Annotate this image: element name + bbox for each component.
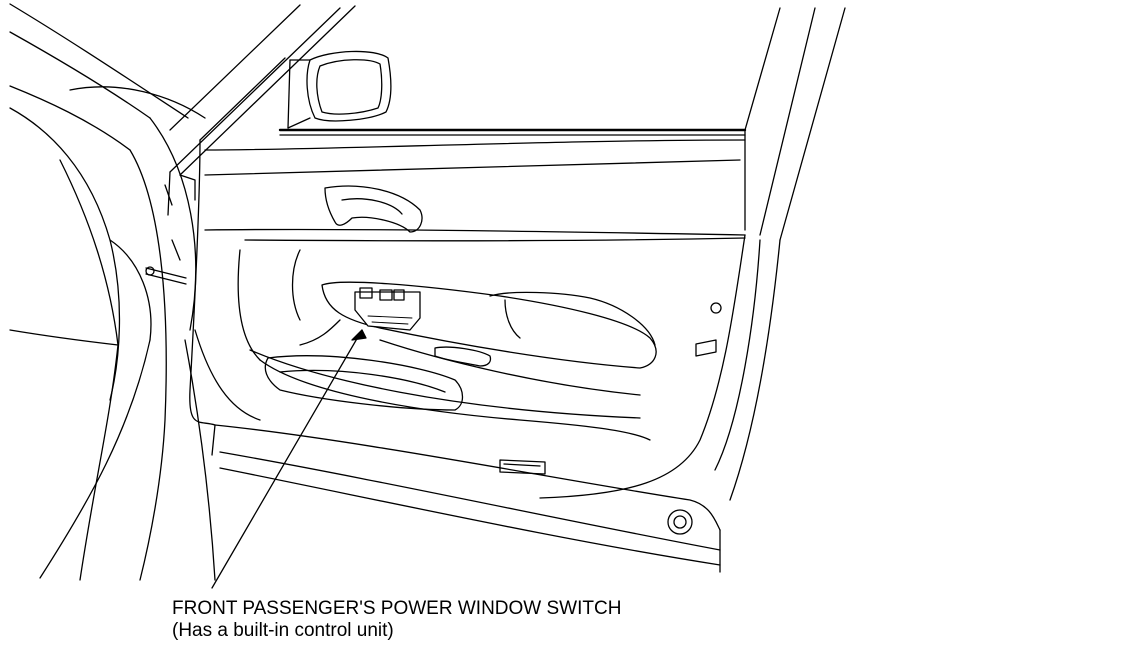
door-handle — [324, 185, 423, 233]
door-pocket — [264, 355, 464, 411]
callout-label: FRONT PASSENGER'S POWER WINDOW SWITCH (H… — [172, 598, 621, 642]
door-hardware — [164, 184, 722, 535]
callout-title: FRONT PASSENGER'S POWER WINDOW SWITCH — [172, 598, 622, 619]
car-body-left — [9, 3, 216, 581]
callout-leader-line — [211, 329, 367, 589]
power-window-switch — [354, 287, 421, 331]
armrest — [299, 281, 657, 396]
callout-subtitle: (Has a built-in control unit) — [172, 620, 394, 641]
window-frame — [167, 4, 846, 241]
side-mirror — [287, 50, 392, 129]
door-panel — [189, 139, 781, 573]
